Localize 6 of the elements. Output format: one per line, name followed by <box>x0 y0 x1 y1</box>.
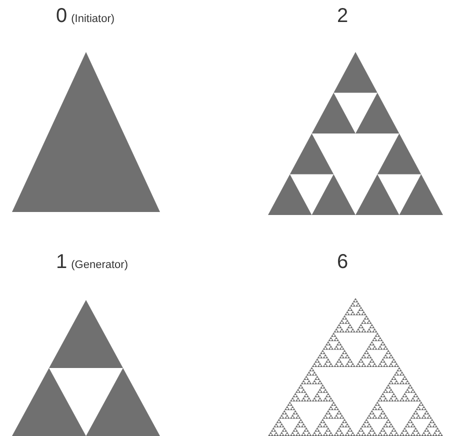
iteration-number: 0 <box>56 4 68 28</box>
iteration-number: 2 <box>337 4 348 28</box>
iteration-caption: (Initiator) <box>71 12 115 27</box>
iteration-caption: (Generator) <box>71 258 128 273</box>
iteration-number: 1 <box>56 250 68 274</box>
iteration-number: 6 <box>337 250 348 274</box>
